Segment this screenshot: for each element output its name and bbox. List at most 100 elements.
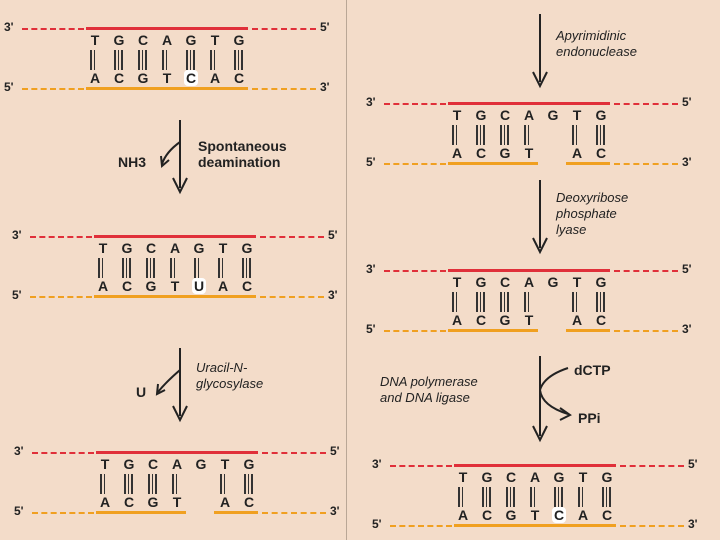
panel-divider (346, 0, 347, 540)
base-top: T (100, 456, 110, 472)
base-bottom: T (170, 278, 180, 294)
base-bottom: C (113, 70, 125, 86)
end-label: 3' (372, 457, 382, 471)
hydrogen-bond (596, 125, 605, 145)
hydrogen-bond (596, 292, 605, 312)
base-top: G (185, 32, 197, 48)
base-bottom: C (481, 507, 493, 523)
end-label: 3' (328, 288, 338, 302)
end-label: 5' (366, 322, 376, 336)
base-top: A (171, 456, 183, 472)
arrow-lyase (532, 180, 548, 255)
base-bottom: A (571, 145, 583, 161)
end-label: 3' (682, 322, 692, 336)
strand-bottom-dashed-right (252, 88, 316, 90)
strand-bottom-dashed-left (30, 296, 92, 298)
strand-bottom-dashed-right (262, 512, 326, 514)
base-top: T (458, 469, 468, 485)
end-label: 5' (14, 504, 24, 518)
end-label: 5' (328, 228, 338, 242)
arrow-glycosylase (155, 348, 188, 423)
hydrogen-bond (452, 125, 457, 145)
base-bottom: T (530, 507, 540, 523)
base-bottom: A (97, 278, 109, 294)
strand-bottom-solid-left (96, 511, 186, 514)
base-bottom: G (499, 145, 511, 161)
base-top: G (475, 274, 487, 290)
base-bottom: C (121, 278, 133, 294)
base-bottom: A (577, 507, 589, 523)
strand-top-dashed-left (32, 452, 94, 454)
end-label: 3' (366, 95, 376, 109)
hydrogen-bond (572, 292, 577, 312)
hydrogen-bond (172, 474, 177, 494)
base-top: C (147, 456, 159, 472)
base-top: T (90, 32, 100, 48)
hydrogen-bond (500, 292, 509, 312)
strand-bottom-solid (454, 524, 616, 527)
strand-top-dashed-left (30, 236, 92, 238)
base-bottom: G (499, 312, 511, 328)
base-top: G (547, 274, 559, 290)
strand-bottom-dashed-left (384, 163, 446, 165)
strand-top-dashed-right (620, 465, 684, 467)
end-label: 5' (682, 95, 692, 109)
base-top: T (98, 240, 108, 256)
base-bottom: A (451, 312, 463, 328)
hydrogen-bond (530, 487, 535, 507)
hydrogen-bond (524, 125, 529, 145)
base-bottom: C (123, 494, 135, 510)
strand-top-dashed-left (22, 28, 84, 30)
base-bottom: A (209, 70, 221, 86)
end-label: 3' (682, 155, 692, 169)
base-bottom: C (601, 507, 613, 523)
arrow-polymerase (532, 356, 572, 443)
strand-bottom-solid (94, 295, 256, 298)
strand-top-dashed-right (614, 270, 678, 272)
hydrogen-bond (146, 258, 155, 278)
strand-bottom-dashed-left (390, 525, 452, 527)
end-label: 3' (12, 228, 22, 242)
label-glycosylase: Uracil-N- glycosylase (196, 360, 263, 392)
base-bottom-highlight: U (192, 278, 206, 294)
base-bottom: G (505, 507, 517, 523)
hydrogen-bond (452, 292, 457, 312)
hydrogen-bond (578, 487, 583, 507)
base-top: A (161, 32, 173, 48)
hydrogen-bond (482, 487, 491, 507)
base-bottom: A (451, 145, 463, 161)
end-label: 5' (366, 155, 376, 169)
base-top: G (121, 240, 133, 256)
label-lyase: Deoxyribose phosphate lyase (556, 190, 628, 238)
base-bottom: C (241, 278, 253, 294)
label-u: U (136, 384, 147, 400)
strand-top-solid (454, 464, 616, 467)
base-bottom-highlight: C (552, 507, 566, 523)
hydrogen-bond (458, 487, 463, 507)
label-deamination: Spontaneous deamination (198, 138, 287, 170)
base-top: G (243, 456, 255, 472)
label-polymerase: DNA polymerase and DNA ligase (380, 374, 478, 406)
base-top: T (218, 240, 228, 256)
hydrogen-bond (186, 50, 195, 70)
end-label: 3' (4, 20, 14, 34)
hydrogen-bond (138, 50, 147, 70)
base-top: T (220, 456, 230, 472)
label-endonuclease-line2: endonuclease (556, 44, 637, 59)
base-top: G (601, 469, 613, 485)
base-top: A (529, 469, 541, 485)
strand-bottom-dashed-right (614, 330, 678, 332)
base-top: G (113, 32, 125, 48)
strand-bottom-dashed-right (614, 163, 678, 165)
base-top: G (595, 274, 607, 290)
label-lyase-line2: phosphate (556, 206, 617, 221)
hydrogen-bond (162, 50, 167, 70)
end-label: 5' (682, 262, 692, 276)
base-top: G (547, 107, 559, 123)
label-deamination-line2: deamination (198, 154, 281, 170)
end-label: 5' (12, 288, 22, 302)
strand-top-solid (86, 27, 248, 30)
